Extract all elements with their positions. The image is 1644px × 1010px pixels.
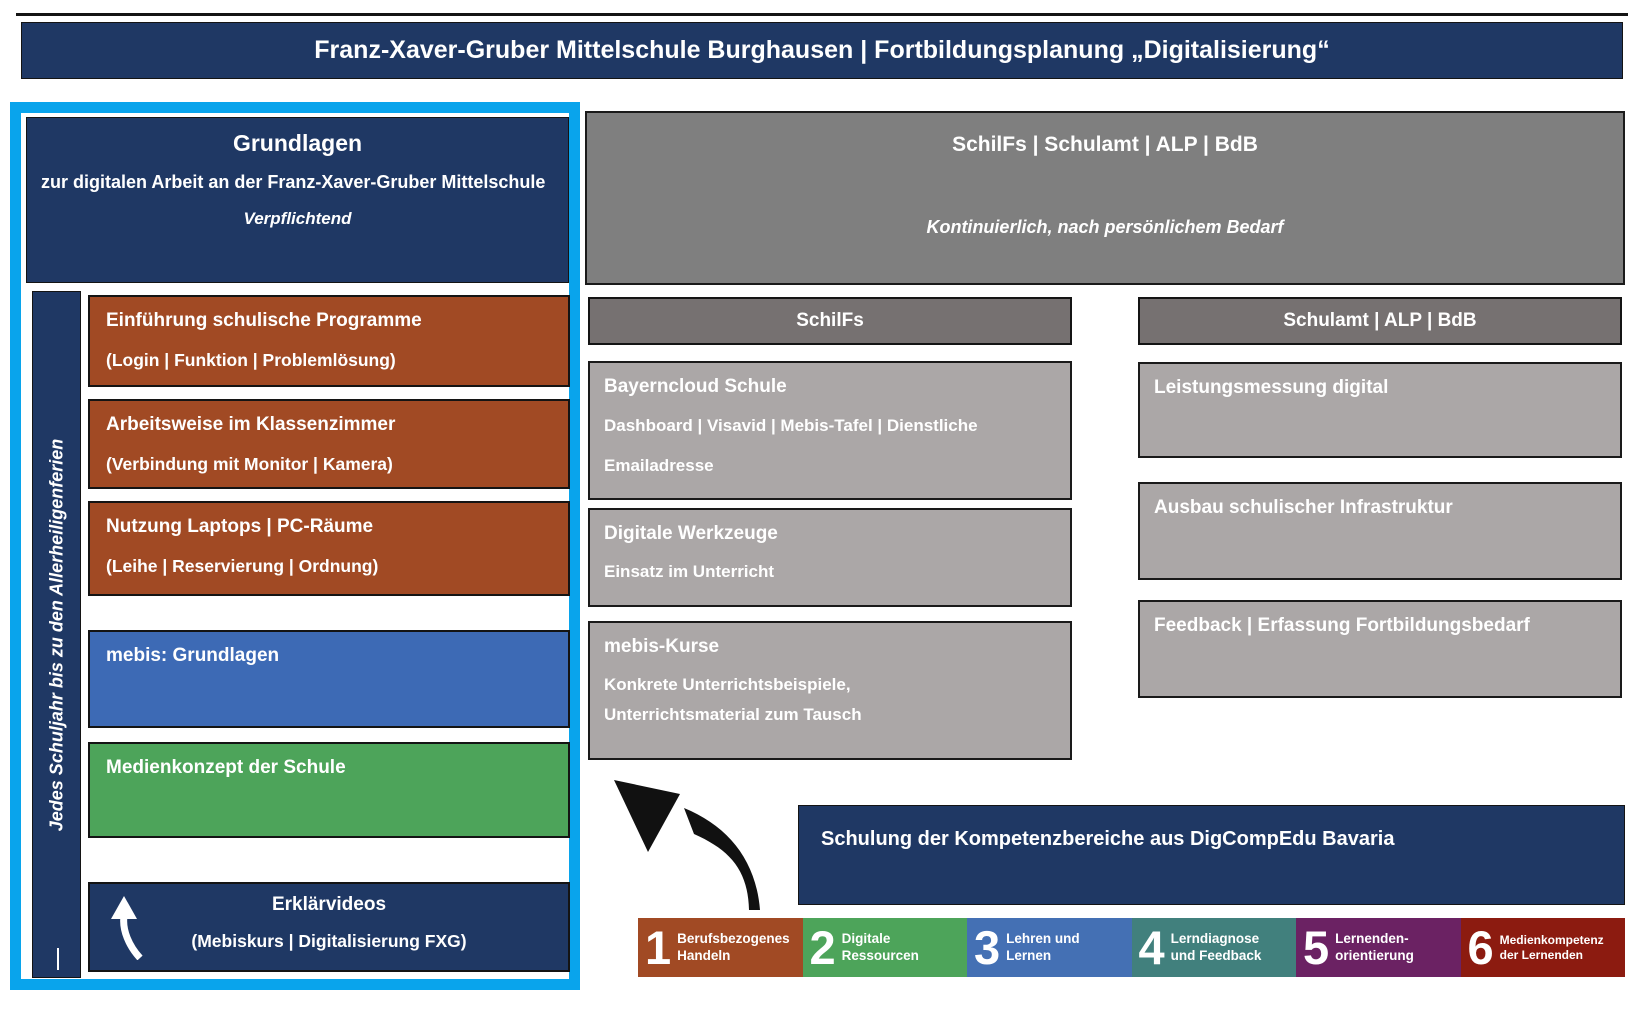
box-bayerncloud: Bayerncloud Schule Dashboard | Visavid |… [588, 361, 1072, 500]
segment-label-line2: Ressourcen [841, 947, 919, 963]
segment-number: 2 [809, 921, 836, 974]
box-einfuehrung-programme: Einführung schulische Programme (Login |… [88, 295, 570, 387]
segment-label-line1: Berufsbezogenes [677, 931, 790, 947]
grundlagen-title: Grundlagen [232, 130, 363, 156]
segment-label-line2: orientierung [1335, 947, 1414, 963]
grundlagen-header: Grundlagen zur digitalen Arbeit an der F… [26, 117, 569, 283]
segment-label-line1: Lernenden- [1335, 931, 1409, 947]
segment-number: 6 [1467, 921, 1494, 974]
box-title: mebis-Kurse [604, 636, 720, 657]
box-title: Einführung schulische Programme [106, 310, 422, 331]
segment-number: 4 [1138, 921, 1165, 974]
segment-label-line1: Digitale [841, 931, 891, 947]
segment-label-line1: Medienkompetenz [1499, 933, 1604, 948]
box-leistungsmessung: Leistungsmessung digital [1138, 362, 1622, 458]
box-body: Dashboard | Visavid | Mebis-Tafel | Dien… [604, 416, 978, 475]
box-title: Medienkonzept der Schule [106, 757, 346, 778]
continuous-title: SchilFs | Schulamt | ALP | BdB [952, 133, 1258, 156]
segment-digitale-ressourcen: 2 Digitale Ressourcen [802, 918, 967, 977]
schoolyear-side-strip: Jedes Schuljahr bis zu den Allerheiligen… [32, 291, 81, 978]
box-nutzung-laptops: Nutzung Laptops | PC-Räume (Leihe | Rese… [88, 501, 570, 596]
grundlagen-note: Verpflichtend [243, 209, 352, 228]
box-ausbau-infrastruktur: Ausbau schulischer Infrastruktur [1138, 482, 1622, 580]
top-rule [16, 13, 1628, 16]
box-title: Bayerncloud Schule [604, 376, 787, 397]
box-subtitle: (Mebiskurs | Digitalisierung FXG) [191, 931, 467, 951]
segment-label: Lernenden- orientierung [1335, 931, 1414, 963]
segment-label-line2: Handeln [677, 947, 731, 963]
segment-number: 1 [645, 921, 671, 974]
segment-label-line1: Lerndiagnose [1170, 931, 1260, 947]
box-subtitle: (Leihe | Reservierung | Ordnung) [106, 556, 379, 576]
segment-lerndiagnose-feedback: 4 Lerndiagnose und Feedback [1131, 918, 1296, 977]
segment-number: 5 [1303, 921, 1329, 974]
box-erklaervideos: Erklärvideos (Mebiskurs | Digitalisierun… [88, 882, 570, 972]
side-tick-mark [57, 948, 59, 970]
continuous-note: Kontinuierlich, nach persönlichem Bedarf [926, 217, 1284, 237]
box-title: Nutzung Laptops | PC-Räume [106, 516, 374, 537]
page-title: Franz-Xaver-Gruber Mittelschule Burghaus… [21, 22, 1623, 79]
digcompedu-title: Schulung der Kompetenzbereiche aus DigCo… [821, 828, 1395, 850]
segment-label-line2: Lernen [1006, 947, 1052, 963]
box-body: Einsatz im Unterricht [604, 562, 775, 581]
box-medienkonzept: Medienkonzept der Schule [88, 742, 570, 838]
box-feedback-fortbildungsbedarf: Feedback | Erfassung Fortbildungsbedarf [1138, 600, 1622, 698]
box-subtitle: (Verbindung mit Monitor | Kamera) [106, 454, 393, 474]
segment-label: Lehren und Lernen [1006, 931, 1080, 963]
segment-medienkompetenz: 6 Medienkompetenz der Lernenden [1460, 918, 1625, 977]
segment-label: Berufsbezogenes Handeln [677, 931, 790, 963]
competence-segment-bar: 1 Berufsbezogenes Handeln 2 Digitale Res… [638, 918, 1625, 977]
segment-lehren-und-lernen: 3 Lehren und Lernen [967, 918, 1132, 977]
segment-label-line2: der Lernenden [1499, 947, 1583, 962]
schoolyear-side-label: Jedes Schuljahr bis zu den Allerheiligen… [46, 438, 66, 831]
segment-label: Lerndiagnose und Feedback [1171, 931, 1262, 963]
curved-arrow-icon [614, 780, 760, 910]
box-title: Digitale Werkzeuge [604, 523, 778, 544]
box-mebis-grundlagen: mebis: Grundlagen [88, 630, 570, 728]
box-title: Arbeitsweise im Klassenzimmer [106, 414, 396, 435]
box-body: Konkrete Unterrichtsbeispiele, Unterrich… [604, 675, 862, 724]
continuous-training-box: SchilFs | Schulamt | ALP | BdB Kontinuie… [585, 111, 1625, 285]
box-title: mebis: Grundlagen [106, 645, 280, 666]
digcompedu-box: Schulung der Kompetenzbereiche aus DigCo… [798, 805, 1625, 905]
grundlagen-subtitle: zur digitalen Arbeit an der Franz-Xaver-… [41, 172, 546, 192]
segment-lernendenorientierung: 5 Lernenden- orientierung [1296, 918, 1461, 977]
schilfs-column-header: SchilFs [588, 297, 1072, 345]
box-title: Erklärvideos [271, 894, 387, 915]
segment-label-line1: Lehren und [1006, 931, 1080, 947]
segment-label: Digitale Ressourcen [842, 931, 919, 963]
segment-berufsbezogenes-handeln: 1 Berufsbezogenes Handeln [638, 918, 803, 977]
box-arbeitsweise-klassenzimmer: Arbeitsweise im Klassenzimmer (Verbindun… [88, 399, 570, 489]
segment-number: 3 [974, 921, 1000, 974]
up-arrow-icon [111, 896, 143, 960]
box-mebis-kurse: mebis-Kurse Konkrete Unterrichtsbeispiel… [588, 621, 1072, 760]
box-digitale-werkzeuge: Digitale Werkzeuge Einsatz im Unterricht [588, 508, 1072, 607]
box-title: Leistungsmessung digital [1154, 377, 1389, 398]
segment-label: Medienkompetenz der Lernenden [1500, 933, 1604, 962]
schulamt-column-header: Schulamt | ALP | BdB [1138, 297, 1622, 345]
box-title: Ausbau schulischer Infrastruktur [1154, 497, 1453, 518]
box-subtitle: (Login | Funktion | Problemlösung) [106, 350, 396, 370]
segment-label-line2: und Feedback [1170, 947, 1262, 963]
box-title: Feedback | Erfassung Fortbildungsbedarf [1154, 615, 1530, 636]
